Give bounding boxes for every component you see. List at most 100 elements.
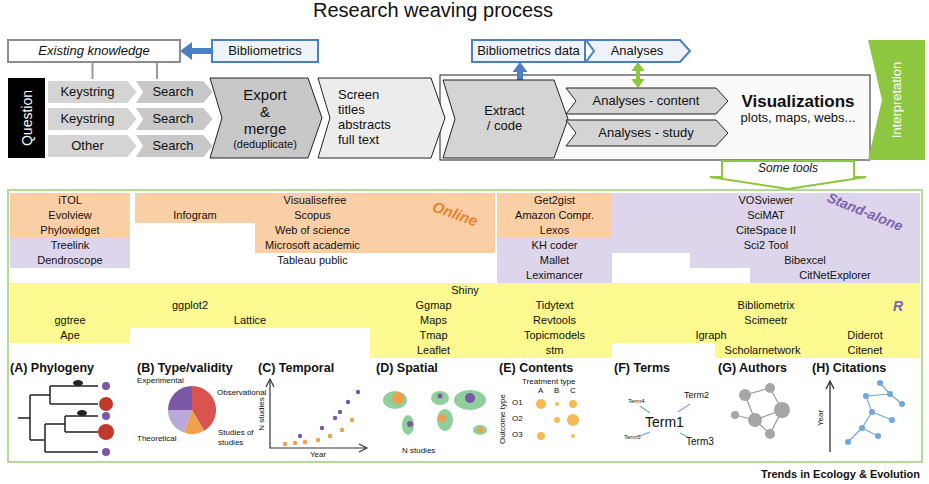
tool-cell: Tmap [370,328,497,343]
node-text: Topicmodels [524,329,585,342]
node-text: Scimeetr [744,314,787,327]
column-heading: (E) Contents [499,361,573,376]
chevron-step: Export & merge(deduplicate) [210,78,322,158]
tool-cell: Revtools [497,313,612,328]
node-outline [318,78,445,158]
node-outline [497,343,612,358]
node-outline [8,40,180,62]
chevron-step: Keystring [47,107,138,131]
node-outline [566,120,728,146]
node-outline [497,238,612,253]
node-body: Search [134,134,214,158]
node-text: Treelink [51,239,90,252]
node-text: Search [152,85,193,100]
node-body: Web of science [255,223,370,238]
chevron-step: Search [134,107,214,131]
tool-cell: Citenet [810,343,920,358]
node-outline [10,313,130,328]
node-body: Treelink [10,238,130,253]
column-heading: (H) Citations [812,361,886,376]
node-outline [497,328,612,343]
node-text: Maps [420,314,447,327]
column-heading: (G) Authors [718,361,787,376]
node-body: Tmap [370,328,497,343]
term-label: Term4 [628,398,645,405]
node-body: Lexos [497,223,612,238]
tool-cell: CiteSpace II [612,223,920,238]
node-text: CitNetExplorer [799,269,871,282]
node-text: ggtree [54,314,85,327]
chart-label: Observational [217,388,266,398]
tool-cell: Scopus [255,208,370,223]
node-text: Keystring [60,112,114,127]
node-outline [255,238,370,253]
interpretation-bar: Interpretation [868,40,925,160]
tool-cell: KH coder [497,238,612,253]
node-body: Search [134,80,214,104]
node-outline [612,298,920,313]
connector [92,62,93,80]
down-arrow: Some tools [708,160,868,190]
node-text: Ggmap [415,299,451,312]
node-outline [612,313,920,328]
connector-line [636,70,640,80]
node-text: ggplot2 [172,299,208,312]
tool-cell: Lexos [497,223,612,238]
node-text: Extract / code [482,104,528,134]
node-body: Scimeetr [612,313,920,328]
node-body: Question [8,78,45,158]
node-outline [10,253,130,268]
node-outline [370,343,497,358]
node-body: Ggmap [370,298,497,313]
group-label: R [893,298,903,315]
node-outline [10,328,130,343]
tool-cell: Ape [10,328,130,343]
node-body: Mallet [497,253,612,268]
axis-tick: O2 [512,414,523,424]
chevron-step: Analyses - study [566,120,728,146]
tool-cell: Dendroscope [10,253,130,268]
connector-line [191,48,212,54]
chevron-step: Other [47,134,138,158]
tool-cell: Tidytext [497,298,612,313]
node-body: KH coder [497,238,612,253]
node-body: Keystring [47,80,138,104]
node-body: Analyses - study [566,120,728,146]
node-text: Lexos [540,224,569,237]
node-text: Phylowidget [40,224,99,237]
column-heading: (A) Phylogeny [10,361,94,376]
node-text: iTOL [58,194,82,207]
node-text: Analyses - study [598,126,693,141]
node-outline [370,298,497,313]
question-bar: Question [8,78,45,158]
process-box: Visualizationsplots, maps, webs... [730,78,866,140]
node-text: Screen titles abstracts full text [338,88,400,148]
node-outline [868,40,925,160]
phylogeny-icon [18,380,114,456]
tool-cell: Lattice [130,313,370,328]
term-label: Term3 [686,436,714,448]
node-text: Amazon Compr. [515,209,594,222]
node-body: Visualizationsplots, maps, webs... [730,78,866,140]
tool-cell: stm [497,343,612,358]
tool-cell: Leaflet [370,343,497,358]
node-outline [612,328,810,343]
node-text: Bibliometrics [228,44,302,59]
node-body: Tidytext [497,298,612,313]
node-outline [715,343,810,358]
node-body: Citenet [810,343,920,358]
node-body: Shiny [10,283,920,298]
tool-cell: Phylowidget [10,223,130,238]
node-text: Revtools [533,314,576,327]
node-text: Igraph [695,329,726,342]
node-text: SciMAT [747,209,785,222]
node-text: Interpretation [889,62,904,139]
node-text: Leximancer [526,269,583,282]
column-heading: (D) Spatial [376,361,438,376]
node-body: Diderot [810,328,920,343]
node-text: Other [71,139,104,154]
node-outline [497,313,612,328]
node-outline [10,208,130,223]
tool-cell: Topicmodels [497,328,612,343]
tool-cell: Bibexcel [690,253,920,268]
